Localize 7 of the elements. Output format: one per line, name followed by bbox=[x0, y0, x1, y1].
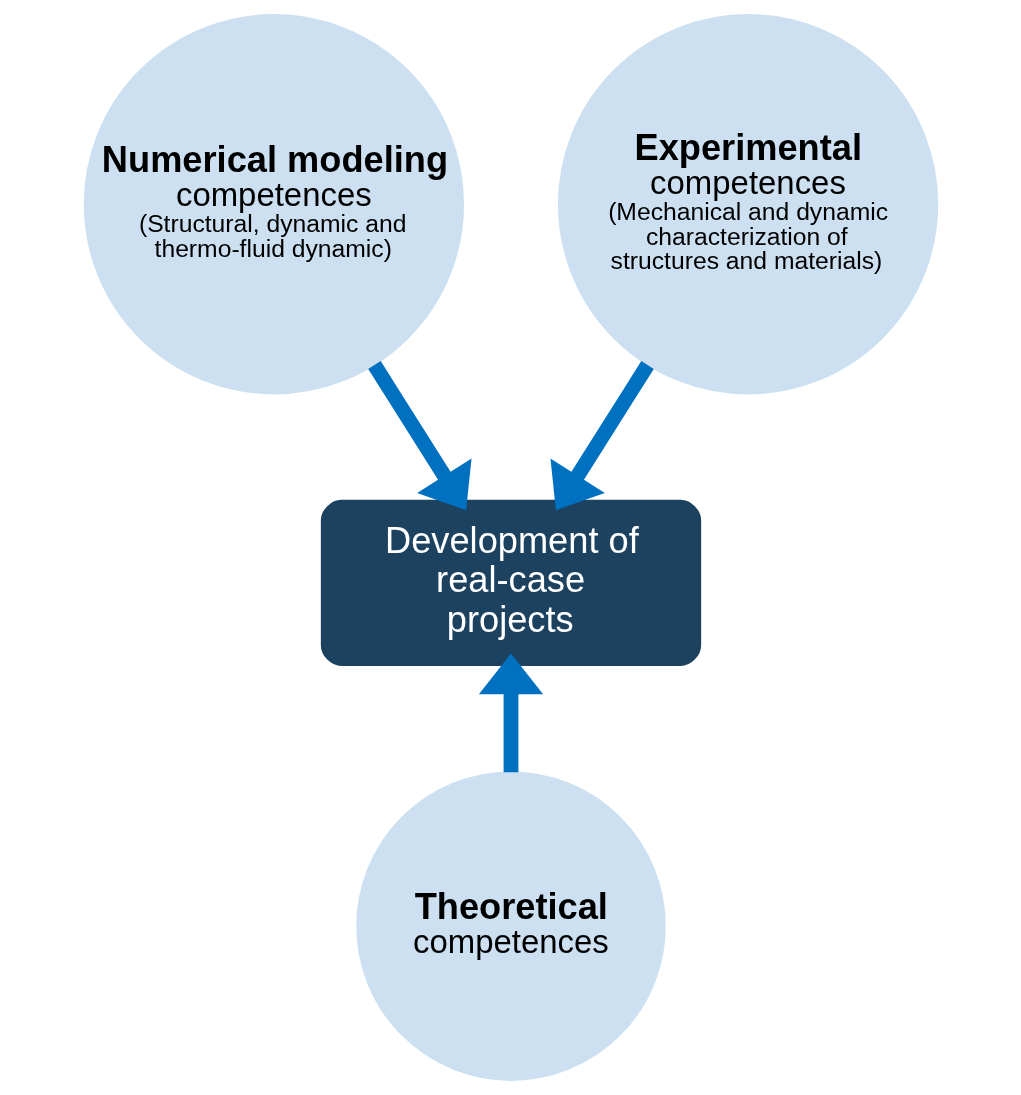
node-circle: Experimental competences (Mechanical and dynamic characterization of structures and materials) bbox=[557, 14, 938, 395]
arrow bbox=[367, 361, 472, 511]
node-box: Development of real-case projects bbox=[320, 499, 701, 667]
arrow bbox=[478, 653, 543, 773]
node-circle: Numerical modeling competences (Structural, dynamic and thermo-fluid dynamic) bbox=[83, 14, 464, 395]
arrow bbox=[549, 361, 654, 511]
node-circle: Theoretical competences bbox=[355, 771, 666, 1081]
